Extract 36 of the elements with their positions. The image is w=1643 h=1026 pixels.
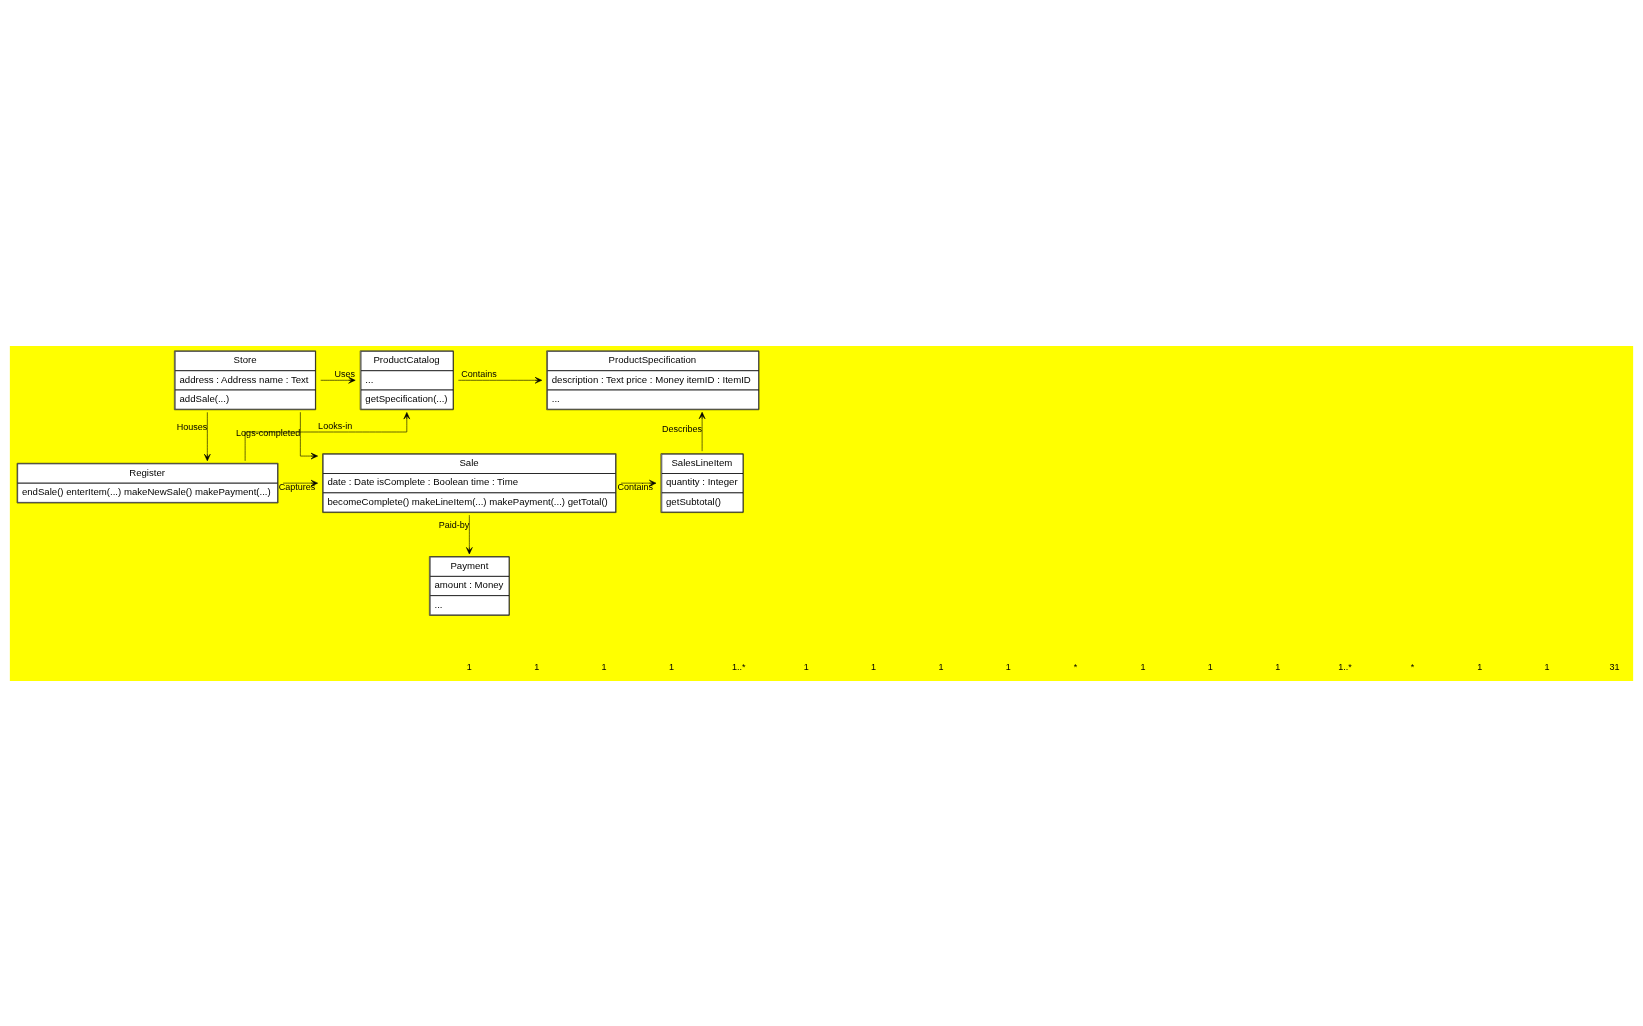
edge-label: Describes (661, 423, 703, 434)
edge-label: Contains (617, 481, 653, 492)
label: 1..* (1338, 661, 1352, 672)
label: 1 (1207, 661, 1213, 672)
label: * (1410, 661, 1415, 672)
edge-label: Paid-by (438, 519, 470, 530)
label: 1 (1544, 661, 1550, 672)
label: 1 (601, 661, 607, 672)
label: 1 (1477, 661, 1483, 672)
label: 1 (466, 661, 472, 672)
edge-label: Looks-in (318, 420, 353, 431)
arrow (698, 411, 706, 451)
edge-label: Houses (176, 421, 208, 432)
arrow (204, 411, 211, 461)
label: 1 (1275, 661, 1281, 672)
label: * (1073, 661, 1078, 672)
label: 1 (1140, 661, 1146, 672)
label: 1 (803, 661, 809, 672)
arrow (282, 479, 318, 486)
edge-label: Contains (461, 368, 497, 379)
arrow (458, 376, 543, 384)
arrow (300, 411, 318, 459)
label: 1 (1005, 661, 1011, 672)
arrow (466, 514, 473, 554)
arrow (244, 411, 411, 461)
edge-label: Captures (278, 481, 316, 492)
label: 31 (1609, 661, 1620, 672)
label: 1 (668, 661, 674, 672)
edge-label: Logs-completed (236, 427, 301, 438)
edge-label: Uses (334, 368, 356, 379)
label: 1..* (732, 661, 746, 672)
arrow (320, 376, 356, 384)
label: 1 (938, 661, 944, 672)
arrow (620, 479, 657, 486)
label: 1 (534, 661, 540, 672)
label: 1 (871, 661, 877, 672)
